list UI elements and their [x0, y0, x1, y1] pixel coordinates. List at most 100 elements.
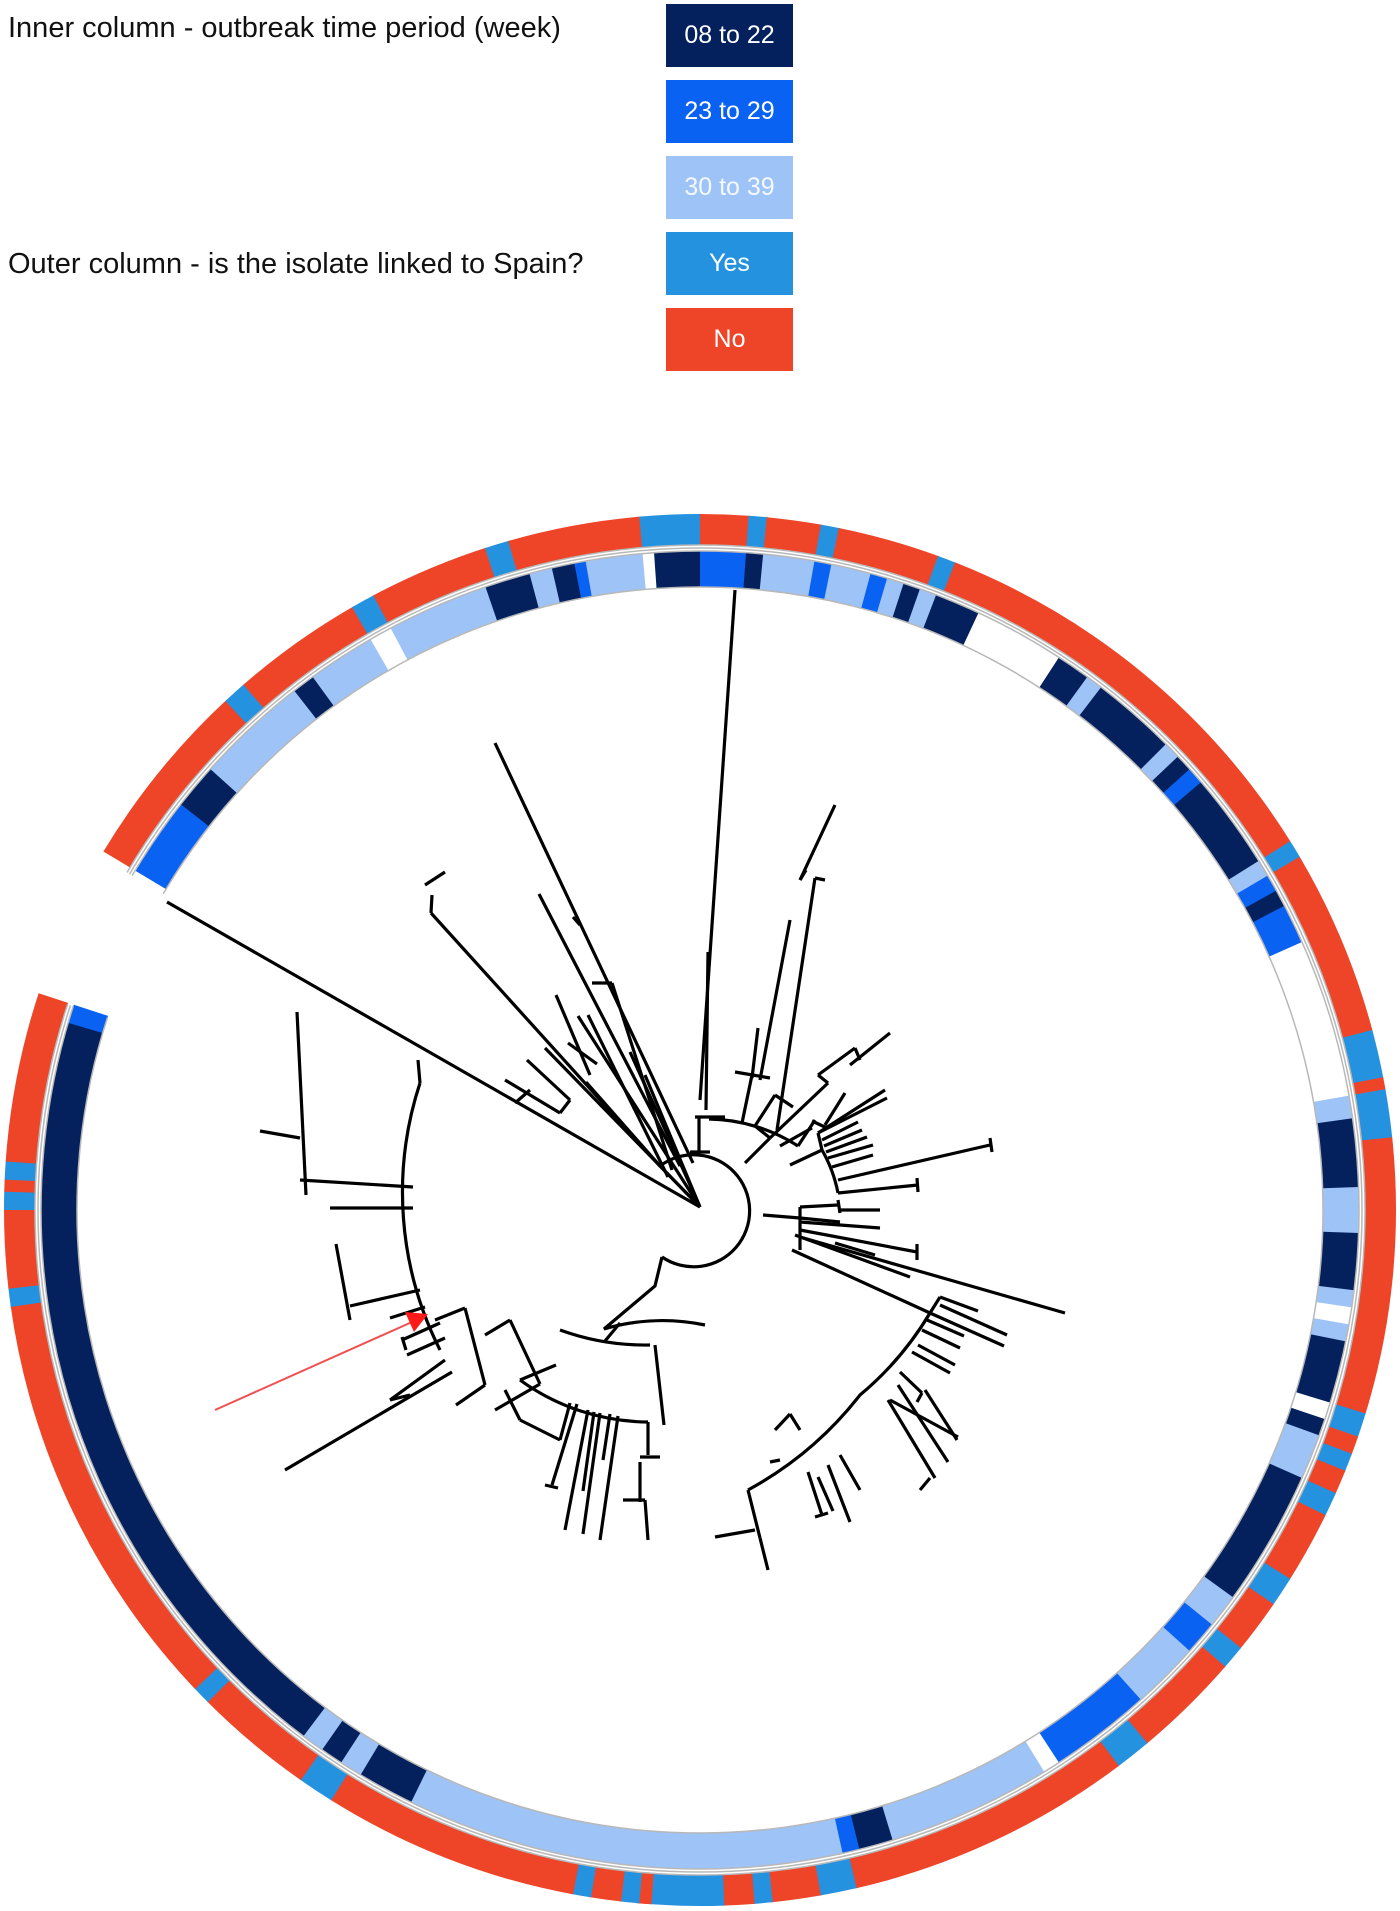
ring-segment	[639, 514, 702, 548]
ring-segment	[943, 562, 1292, 860]
ring-segment	[551, 562, 583, 603]
ring-segment	[1315, 1442, 1352, 1473]
ring-segment	[585, 553, 648, 597]
ring-segment	[1315, 1285, 1355, 1310]
ring-segment	[210, 689, 318, 794]
ring-segment	[1322, 1187, 1359, 1235]
ring-segment	[312, 638, 390, 706]
ring-segment	[1290, 1392, 1331, 1421]
ring-segment	[1203, 1463, 1303, 1599]
legend-inner-title: Inner column - outbreak time period (wee…	[8, 12, 561, 44]
ring-segment	[750, 1871, 773, 1904]
ring-segment	[700, 514, 751, 547]
ring-segment	[1024, 1732, 1059, 1773]
ring-segment	[5, 993, 69, 1164]
ring-segment	[1263, 1501, 1326, 1581]
legend-swatch-spain-no: No	[666, 308, 793, 371]
outer-ring-spain	[3, 514, 1396, 1906]
ring-segment	[339, 1731, 380, 1775]
ring-segment	[1115, 1626, 1190, 1701]
ring-segment	[180, 767, 239, 827]
ring-segment	[847, 1741, 1119, 1889]
ring-segment	[1322, 1426, 1359, 1456]
ring-segment	[763, 517, 823, 556]
ring-segment	[1126, 1646, 1226, 1745]
ring-border	[40, 550, 1360, 1870]
ring-segment	[1037, 1672, 1141, 1764]
ring-segment	[759, 554, 817, 597]
legend-swatch-week-08-22: 08 to 22	[666, 4, 793, 67]
ring-segment	[529, 567, 562, 609]
ring-segment	[1313, 1095, 1353, 1125]
ring-segment	[359, 1743, 427, 1803]
ring-segment	[135, 802, 211, 890]
ring-segment	[927, 555, 957, 592]
ring-segment	[1316, 1118, 1359, 1190]
ring-segment	[4, 1189, 36, 1210]
ring-segment	[1200, 1628, 1241, 1668]
ring-segment	[1252, 905, 1303, 959]
ring-segment	[485, 573, 541, 621]
ring-segment	[3, 1208, 40, 1289]
ring-segment	[320, 1719, 361, 1763]
ring-segment	[409, 1769, 843, 1869]
ring-segment	[4, 1159, 37, 1181]
ring-segment	[299, 1753, 348, 1801]
legend-swatch-spain-yes: Yes	[666, 232, 793, 295]
ring-segment	[68, 1004, 108, 1034]
ring-segment	[1079, 687, 1168, 771]
ring-border	[37, 547, 1363, 1873]
legend-outer-title: Outer column - is the isolate linked to …	[8, 248, 584, 280]
ring-segment	[813, 1857, 857, 1896]
ring-segment	[370, 627, 409, 671]
tree-branches	[166, 589, 1066, 1571]
ring-segment	[746, 515, 769, 549]
ring-border	[76, 586, 1324, 1834]
ring-segment	[849, 1805, 893, 1850]
ring-segment	[1335, 1137, 1396, 1416]
legend-swatch-week-30-39: 30 to 39	[666, 156, 793, 219]
ring-segment	[1268, 1423, 1320, 1480]
inner-ring-week	[40, 551, 1359, 1869]
ring-segment	[225, 683, 266, 724]
ring-segment	[8, 1283, 42, 1307]
ring-segment	[571, 1863, 596, 1898]
ring-borders	[34, 544, 1366, 1876]
ring-segment	[637, 1872, 654, 1905]
ring-segment	[302, 1706, 343, 1750]
ring-segment	[1269, 941, 1350, 1104]
ring-segment	[1215, 1586, 1274, 1650]
ring-segment	[1162, 769, 1203, 807]
ring-segment	[206, 1678, 319, 1781]
ring-segment	[1354, 1089, 1393, 1143]
ring-segment	[193, 1666, 230, 1703]
ring-segment	[1098, 1719, 1148, 1767]
ring-segment	[1066, 676, 1103, 717]
ring-segment	[832, 527, 940, 586]
ring-segment	[1140, 744, 1180, 783]
ring-segment	[1272, 856, 1373, 1040]
ring-border	[34, 544, 1366, 1876]
ring-segment	[721, 1872, 755, 1906]
ring-segment	[642, 552, 659, 590]
ring-segment	[103, 699, 248, 868]
ring-segment	[40, 1021, 300, 1715]
ring-segment	[1151, 756, 1191, 795]
ring-segment	[1244, 890, 1286, 924]
ring-segment	[649, 1873, 725, 1906]
ring-segment	[589, 1866, 625, 1902]
ring-segment	[10, 1300, 218, 1690]
ring-segment	[619, 1870, 643, 1904]
ring-segment	[767, 1864, 821, 1903]
ring-segment	[743, 552, 765, 591]
ring-segment	[390, 586, 499, 660]
ring-segment	[1342, 1029, 1384, 1085]
ring-segment	[861, 573, 889, 614]
ring-segment	[654, 551, 702, 589]
ring-segment	[1318, 1231, 1359, 1293]
ring-segment	[1295, 1334, 1346, 1405]
ring-segment	[243, 606, 370, 709]
ring-segment	[876, 578, 906, 618]
ring-segment	[907, 588, 938, 629]
